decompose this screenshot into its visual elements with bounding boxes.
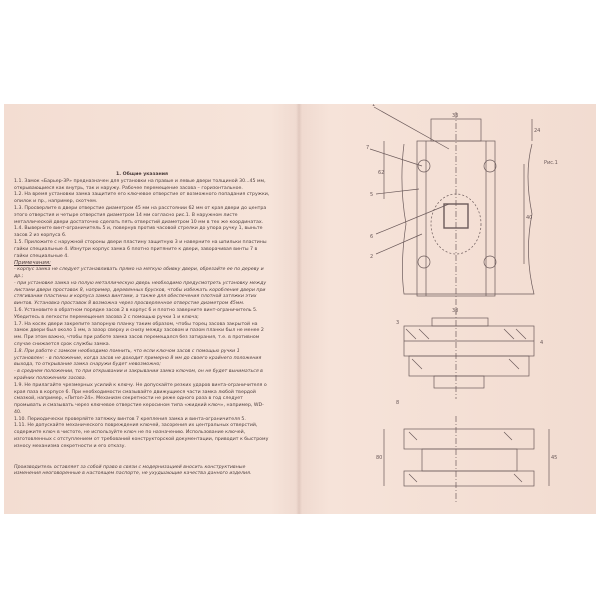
dimension: 24 — [534, 128, 540, 134]
dimension: 38 — [452, 308, 458, 314]
part-label: 1 — [372, 104, 375, 108]
paragraph: 1.4. Выверните винт-ограничитель 5 и, по… — [14, 226, 263, 239]
part-label: 6 — [370, 234, 373, 240]
lock-front-view — [369, 106, 535, 314]
paragraph: 1.11. Не допускайте механического повреж… — [14, 423, 269, 449]
dimension: 33 — [452, 113, 458, 119]
dimension: 45 — [551, 455, 557, 461]
paragraph: 1.2. На время установки замка защитите е… — [14, 192, 270, 205]
paragraph: 1.3. Просверлите в двери отверстие диаме… — [14, 205, 267, 225]
scanned-page: 1. Общие указания 1.1. Замок «Барьер-3Р»… — [4, 104, 596, 514]
part-label: 2 — [370, 254, 373, 260]
footer-note: Производитель оставляет за собой право в… — [14, 464, 252, 477]
note: - при установке замка на полую металличе… — [14, 280, 267, 307]
technical-drawing: 1 7 5 6 2 3 4 8 33 24 62 40 80 45 38 Рис… — [366, 104, 558, 504]
instructions-text: 1. Общие указания 1.1. Замок «Барьер-3Р»… — [14, 172, 270, 478]
lock-bottom-view — [383, 416, 550, 504]
dimension: 40 — [526, 215, 532, 221]
note: - корпус замка не следует устанавливать … — [14, 267, 264, 279]
part-label: 5 — [370, 192, 373, 198]
part-label: 8 — [396, 400, 399, 406]
figure-label: Рис.1 — [544, 160, 558, 166]
paragraph: 1.10. Периодически проверяйте затяжку ви… — [14, 416, 246, 422]
part-label: 7 — [366, 145, 369, 151]
part-label: 3 — [396, 320, 399, 326]
part-label: 4 — [540, 340, 543, 346]
paragraph: 1.9. Не прилагайте чрезмерных усилий к к… — [14, 382, 267, 415]
dimension: 62 — [378, 170, 384, 176]
paragraph: 1.7. На косяк двери закрепите запорную п… — [14, 321, 264, 347]
note: 1.8. При работе с замком необходимо помн… — [14, 348, 262, 368]
note: - в среднем положении, то при открывании… — [14, 369, 263, 381]
dimension: 80 — [376, 455, 382, 461]
paragraph: 1.6. Установите в обратном порядке засов… — [14, 307, 258, 320]
paragraph: 1.5. Приложите с наружной стороны двери … — [14, 239, 267, 259]
page-fold — [296, 104, 302, 514]
lock-section-view — [403, 309, 535, 399]
paragraph: 1.1. Замок «Барьер-3Р» предназначен для … — [14, 178, 266, 191]
notes-title: Примечания: — [14, 260, 51, 267]
section-heading: 1. Общие указания — [115, 172, 169, 177]
